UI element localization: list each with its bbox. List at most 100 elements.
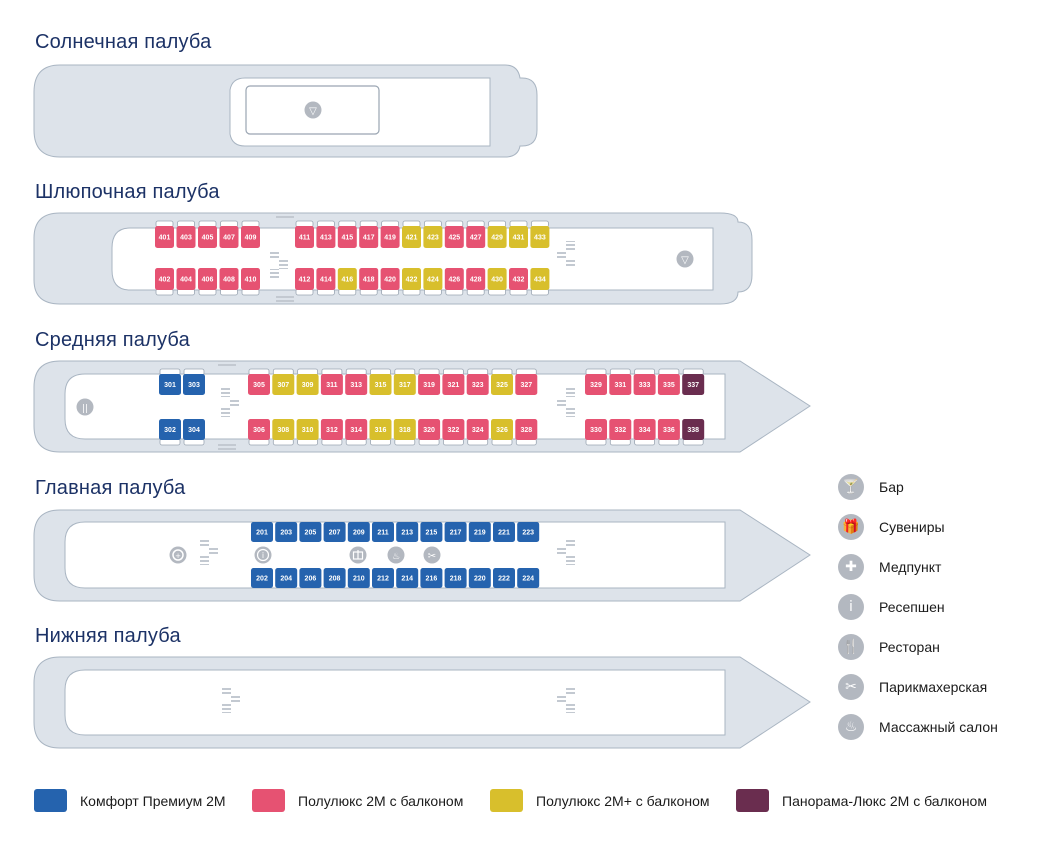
- cabin-320[interactable]: 320: [418, 419, 441, 446]
- cabin-206[interactable]: 206: [299, 568, 322, 588]
- cabin-414[interactable]: 414: [316, 268, 336, 296]
- cabin-210[interactable]: 210: [347, 568, 370, 588]
- cabin-314[interactable]: 314: [345, 419, 368, 446]
- cabin-312[interactable]: 312: [320, 419, 343, 446]
- cabin-434[interactable]: 434: [530, 268, 550, 296]
- cabin-304[interactable]: 304: [183, 419, 205, 446]
- cabin-428[interactable]: 428: [466, 268, 486, 296]
- cabin-408[interactable]: 408: [219, 268, 239, 296]
- cabin-338[interactable]: 338: [682, 419, 705, 446]
- cabin-331[interactable]: 331: [609, 368, 632, 395]
- cabin-429[interactable]: 429: [487, 220, 507, 248]
- cabin-406[interactable]: 406: [198, 268, 217, 296]
- cabin-431[interactable]: 431: [509, 220, 528, 248]
- cabin-332[interactable]: 332: [609, 419, 632, 446]
- cabin-218[interactable]: 218: [444, 568, 467, 588]
- cabin-327[interactable]: 327: [515, 368, 538, 395]
- cabin-422[interactable]: 422: [402, 268, 421, 296]
- cabin-328[interactable]: 328: [515, 419, 538, 446]
- cabin-209[interactable]: 209: [347, 522, 370, 542]
- cabin-334[interactable]: 334: [633, 419, 656, 446]
- cabin-401[interactable]: 401: [155, 220, 174, 248]
- cabin-322[interactable]: 322: [442, 419, 465, 446]
- cabin-420[interactable]: 420: [380, 268, 400, 296]
- cabin-321[interactable]: 321: [442, 368, 465, 395]
- cabin-201[interactable]: 201: [251, 522, 273, 542]
- cabin-336[interactable]: 336: [657, 419, 680, 446]
- cabin-412[interactable]: 412: [295, 268, 314, 296]
- cabin-220[interactable]: 220: [468, 568, 491, 588]
- cabin-216[interactable]: 216: [420, 568, 443, 588]
- cabin-335[interactable]: 335: [657, 368, 680, 395]
- cabin-214[interactable]: 214: [396, 568, 419, 588]
- cabin-325[interactable]: 325: [491, 368, 513, 395]
- cabin-426[interactable]: 426: [444, 268, 464, 296]
- cabin-208[interactable]: 208: [323, 568, 346, 588]
- cabin-213[interactable]: 213: [396, 522, 419, 542]
- cabin-309[interactable]: 309: [296, 368, 319, 395]
- cabin-407[interactable]: 407: [219, 220, 239, 248]
- cabin-326[interactable]: 326: [491, 419, 513, 446]
- cabin-432[interactable]: 432: [509, 268, 528, 296]
- cabin-311[interactable]: 311: [320, 368, 343, 395]
- cabin-318[interactable]: 318: [393, 419, 416, 446]
- cabin-215[interactable]: 215: [420, 522, 443, 542]
- cabin-324[interactable]: 324: [466, 419, 489, 446]
- cabin-403[interactable]: 403: [176, 220, 196, 248]
- cabin-212[interactable]: 212: [372, 568, 394, 588]
- cabin-402[interactable]: 402: [155, 268, 174, 296]
- cabin-421[interactable]: 421: [402, 220, 421, 248]
- cabin-427[interactable]: 427: [466, 220, 486, 248]
- cabin-310[interactable]: 310: [296, 419, 319, 446]
- cabin-203[interactable]: 203: [275, 522, 298, 542]
- cabin-202[interactable]: 202: [251, 568, 273, 588]
- cabin-316[interactable]: 316: [369, 419, 392, 446]
- cabin-211[interactable]: 211: [372, 522, 394, 542]
- cabin-418[interactable]: 418: [359, 268, 379, 296]
- cabin-424[interactable]: 424: [423, 268, 443, 296]
- cabin-223[interactable]: 223: [517, 522, 540, 542]
- cabin-317[interactable]: 317: [393, 368, 416, 395]
- cabin-423[interactable]: 423: [423, 220, 443, 248]
- cabin-337[interactable]: 337: [682, 368, 705, 395]
- cabin-404[interactable]: 404: [176, 268, 196, 296]
- cabin-433[interactable]: 433: [530, 220, 550, 248]
- cabin-308[interactable]: 308: [272, 419, 295, 446]
- cabin-415[interactable]: 415: [337, 220, 357, 248]
- cabin-333[interactable]: 333: [633, 368, 656, 395]
- cabin-number: 426: [448, 277, 460, 284]
- cabin-405[interactable]: 405: [198, 220, 217, 248]
- cabin-409[interactable]: 409: [241, 220, 260, 248]
- cabin-425[interactable]: 425: [444, 220, 464, 248]
- cabin-205[interactable]: 205: [299, 522, 322, 542]
- cabin-307[interactable]: 307: [272, 368, 295, 395]
- cabin-224[interactable]: 224: [517, 568, 540, 588]
- cabin-329[interactable]: 329: [585, 368, 607, 395]
- cabin-207[interactable]: 207: [323, 522, 346, 542]
- cabin-number: 409: [245, 235, 257, 242]
- cabin-413[interactable]: 413: [316, 220, 336, 248]
- cabin-217[interactable]: 217: [444, 522, 467, 542]
- cabin-302[interactable]: 302: [159, 419, 181, 446]
- cabin-219[interactable]: 219: [468, 522, 491, 542]
- cabin-306[interactable]: 306: [248, 419, 270, 446]
- cabin-411[interactable]: 411: [295, 220, 314, 248]
- cabin-323[interactable]: 323: [466, 368, 489, 395]
- cabin-303[interactable]: 303: [183, 368, 205, 395]
- cabin-417[interactable]: 417: [359, 220, 379, 248]
- cabin-222[interactable]: 222: [493, 568, 515, 588]
- cabin-315[interactable]: 315: [369, 368, 392, 395]
- cabin-419[interactable]: 419: [380, 220, 400, 248]
- cabin-416[interactable]: 416: [337, 268, 357, 296]
- cabin-330[interactable]: 330: [585, 419, 607, 446]
- cabin-221[interactable]: 221: [493, 522, 515, 542]
- cabin-430[interactable]: 430: [487, 268, 507, 296]
- cabin-305[interactable]: 305: [248, 368, 270, 395]
- cabin-301[interactable]: 301: [159, 368, 181, 395]
- cabin-319[interactable]: 319: [418, 368, 441, 395]
- cabin-number: 205: [305, 530, 317, 537]
- cabin-313[interactable]: 313: [345, 368, 368, 395]
- cabin-410[interactable]: 410: [241, 268, 260, 296]
- cabin-number: 324: [472, 427, 484, 434]
- cabin-204[interactable]: 204: [275, 568, 298, 588]
